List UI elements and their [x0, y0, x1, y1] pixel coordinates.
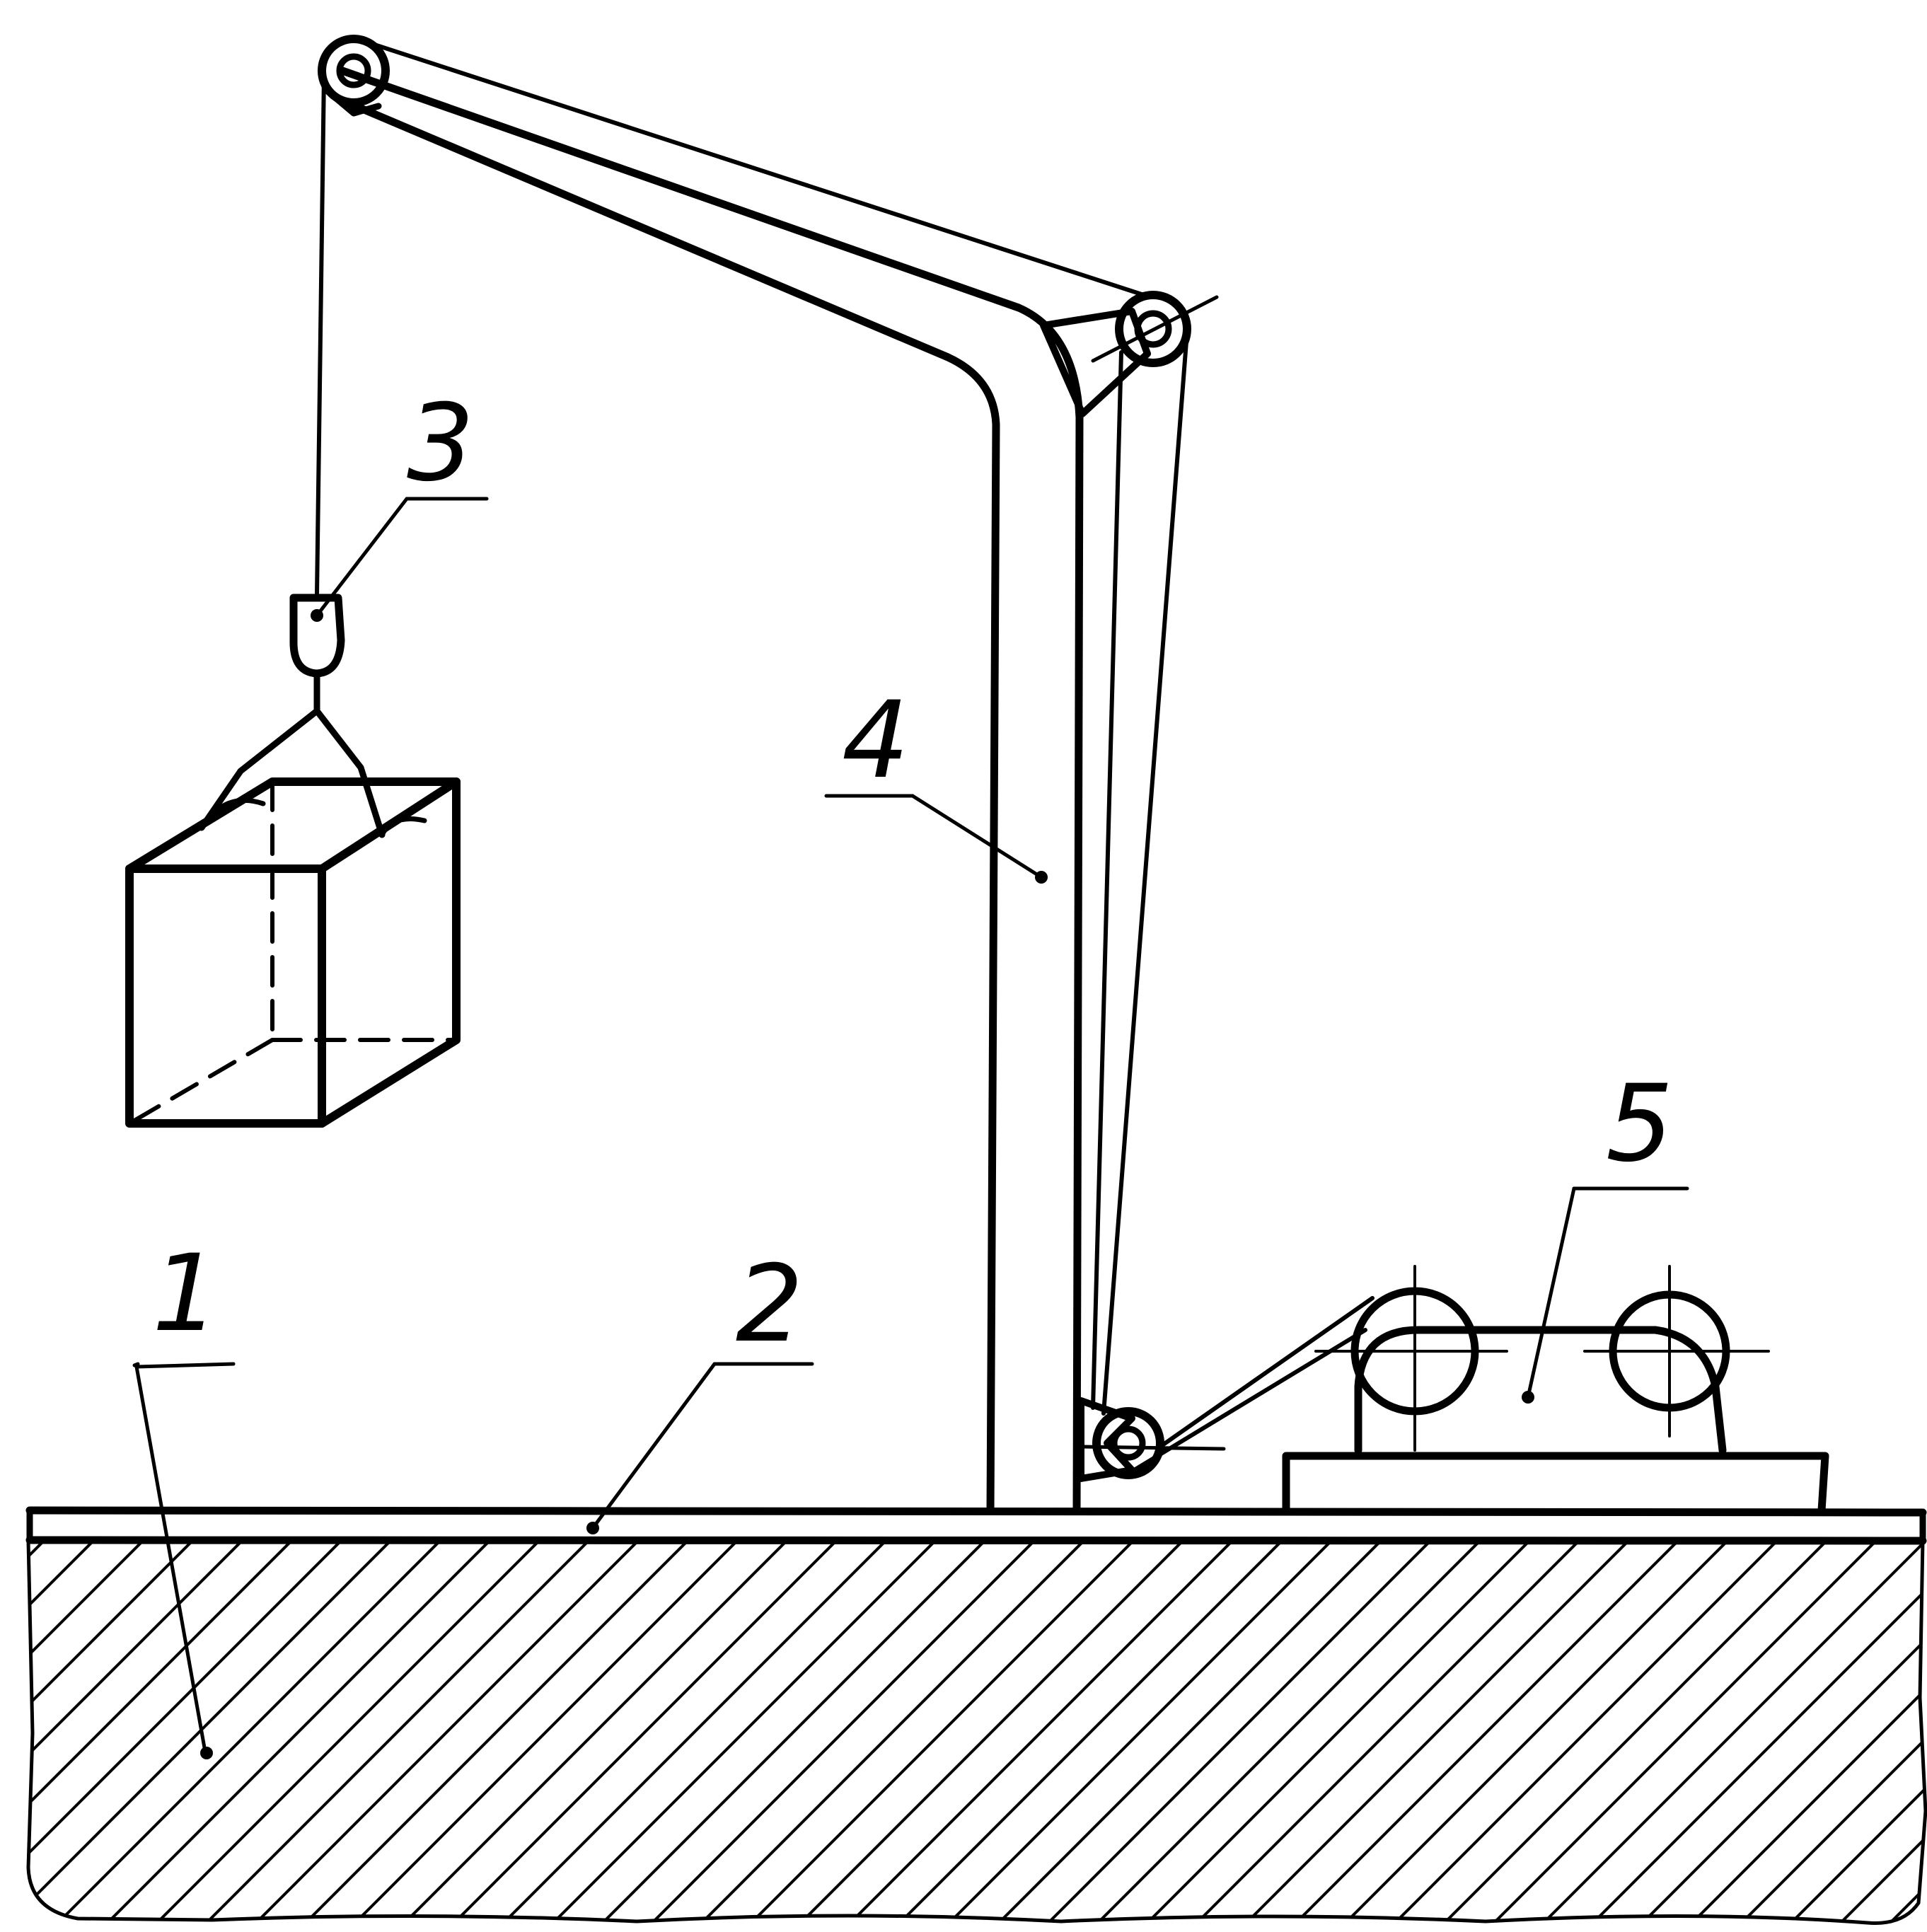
callout-label-2: 2 — [736, 1243, 803, 1366]
callout-label-4: 4 — [842, 679, 909, 802]
callout-label-5: 5 — [1606, 1063, 1673, 1186]
callout-label-3: 3 — [407, 382, 474, 505]
callout-3: 3 — [315, 382, 489, 618]
base-rail — [25, 1506, 1927, 1545]
callout-2: 2 — [586, 1243, 814, 1534]
elbow-pulley — [1040, 291, 1219, 417]
callout-5: 5 — [1522, 1063, 1689, 1404]
slings — [198, 707, 427, 838]
load-box — [125, 777, 461, 1128]
callout-label-1: 1 — [152, 1232, 219, 1355]
top-pulley — [318, 35, 390, 107]
cables — [315, 40, 1375, 1474]
winch — [1282, 1265, 1829, 1515]
ground — [26, 1539, 1927, 1925]
bottom-pulley — [1077, 1397, 1226, 1482]
callout-4: 4 — [824, 679, 1048, 884]
callout-1: 1 — [132, 1232, 236, 1759]
